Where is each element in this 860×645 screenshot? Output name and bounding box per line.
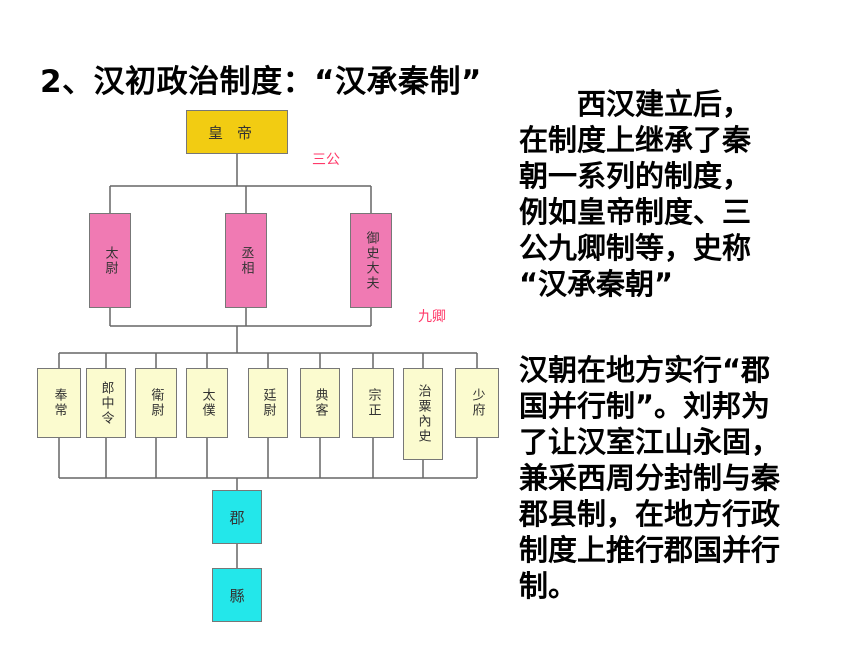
- paragraph-han-inherits-qin: 西汉建立后， 在制度上继承了秦 朝一系列的制度， 例如皇帝制度、三 公九卿制等，…: [519, 86, 799, 302]
- jiuqing-box: 宗正: [352, 368, 394, 438]
- jiuqing-box-label: 治粟內史: [415, 384, 431, 444]
- jiuqing-box: 奉常: [37, 368, 81, 438]
- paragraph1-line: 西汉建立后，: [577, 87, 752, 121]
- jiuqing-box-label: 廷尉: [260, 388, 276, 418]
- jiuqing-box: 衛尉: [135, 368, 177, 438]
- emperor-box: 皇帝: [186, 110, 288, 154]
- paragraph2-line: 兼采西周分封制与秦: [519, 461, 781, 495]
- jiuqing-box-label: 少府: [469, 388, 485, 418]
- paragraph1-line: 例如皇帝制度、三: [519, 195, 752, 229]
- jiuqing-box-label: 奉常: [51, 388, 67, 418]
- paragraph1-line: 在制度上继承了秦: [519, 123, 752, 157]
- sangong-box-label: 御史大夫: [363, 230, 379, 291]
- jiuqing-box: 少府: [455, 368, 499, 438]
- jiuqing-box: 治粟內史: [403, 368, 443, 460]
- paragraph1-line: “汉承秦朝”: [519, 267, 674, 301]
- jiuqing-box-label: 郎中令: [98, 380, 114, 426]
- county-box: 縣: [212, 568, 262, 622]
- sangong-box-label: 太尉: [102, 245, 118, 276]
- sangong-box-taiwei: 太尉: [89, 213, 131, 308]
- jiuqing-box: 典客: [300, 368, 340, 438]
- jiuqing-label: 九卿: [418, 309, 446, 325]
- sangong-box-yushidafu: 御史大夫: [350, 213, 392, 308]
- paragraph1-line: 公九卿制等，史称: [519, 231, 752, 265]
- paragraph2-line: 制度上推行郡国并行: [519, 533, 781, 567]
- jiuqing-box-label: 太僕: [199, 388, 215, 418]
- sangong-box-label: 丞相: [238, 245, 254, 276]
- jiuqing-box-label: 典客: [312, 388, 328, 418]
- prefecture-box: 郡: [212, 490, 262, 544]
- paragraph2-line: 制。: [519, 569, 578, 603]
- jiuqing-box: 郎中令: [86, 368, 126, 438]
- sangong-label: 三公: [312, 152, 340, 168]
- sangong-box-chengxiang: 丞相: [225, 213, 267, 308]
- paragraph2-line: 国并行制”。刘邦为: [519, 389, 771, 423]
- paragraph2-line: 汉朝在地方实行“郡: [519, 353, 771, 387]
- paragraph2-line: 了让汉室江山永固，: [519, 425, 781, 459]
- page-title: 2、汉初政治制度：“汉承秦制”: [40, 64, 482, 100]
- paragraph2-line: 郡县制，在地方行政: [519, 497, 781, 531]
- paragraph-commandery-state: 汉朝在地方实行“郡 国并行制”。刘邦为 了让汉室江山永固， 兼采西周分封制与秦 …: [519, 352, 829, 604]
- jiuqing-box-label: 宗正: [365, 388, 381, 418]
- paragraph1-line: 朝一系列的制度，: [519, 159, 752, 193]
- org-chart-connectors: [58, 154, 478, 568]
- jiuqing-box: 廷尉: [248, 368, 288, 438]
- jiuqing-box: 太僕: [186, 368, 228, 438]
- jiuqing-box-label: 衛尉: [148, 388, 164, 418]
